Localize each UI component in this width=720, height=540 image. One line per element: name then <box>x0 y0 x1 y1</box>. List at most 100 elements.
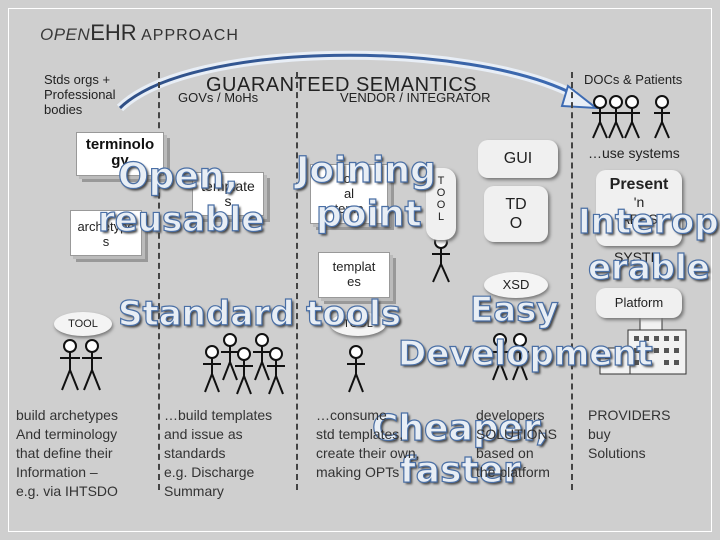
overlay-point: point <box>315 193 422 235</box>
tool-left-oval: TOOL <box>54 312 112 336</box>
header-line: Stds orgs + <box>44 72 111 87</box>
box-text: terminolo <box>85 136 155 153</box>
overlay-easy: Easy <box>469 289 559 330</box>
bottom-line: based on <box>476 445 534 461</box>
bottom-line: developers <box>476 407 545 423</box>
box-text: APPS <box>620 211 658 227</box>
person-icon <box>608 95 624 139</box>
header-line: Professional <box>44 87 116 102</box>
tdo-box: TD O <box>484 186 548 242</box>
bottom-line: e.g. Discharge <box>164 464 255 480</box>
column-header-docs: DOCs & Patients <box>584 72 683 87</box>
person-icon <box>347 345 365 393</box>
column-header-govs: GOVs / MoHs <box>178 90 259 105</box>
box-text: archetype <box>77 219 135 234</box>
person-icon <box>491 333 509 381</box>
header-line: bodies <box>44 102 83 117</box>
tool-letter: O <box>436 187 446 199</box>
xsd-oval: XSD <box>484 272 548 298</box>
box-text: O <box>509 215 523 232</box>
bottom-line: e.g. via IHTSDO <box>16 483 118 499</box>
bottom-text-govs: …build templates and issue as standards … <box>164 406 272 501</box>
person-icon <box>60 339 80 391</box>
person-icon <box>82 339 102 391</box>
gui-box: GUI <box>478 140 558 178</box>
terminology-box: terminolo gy <box>76 132 164 176</box>
bottom-line: making OPTs <box>316 464 400 480</box>
archetypes-box: archetype s <box>70 210 142 256</box>
box-text: TD <box>505 196 527 213</box>
overlay-standard-tools: Standard tools <box>117 293 401 334</box>
person-icon <box>624 95 640 139</box>
bottom-line: Summary <box>164 483 224 499</box>
hospital-building-icon <box>599 315 687 375</box>
bottom-line: …consume <box>316 407 387 423</box>
bottom-line: Information – <box>16 464 98 480</box>
column-header-vendor: VENDOR / INTEGRATOR <box>340 90 491 105</box>
column-header-standards: Stds orgs + Professional bodies <box>44 72 116 117</box>
tool-letter: L <box>437 211 445 223</box>
overlay-development: Development <box>397 333 653 374</box>
overlay-interop: Interop- <box>577 201 720 242</box>
bottom-text-developers: developers SOLUTIONS based on the platfo… <box>476 406 557 482</box>
box-text: template <box>201 178 255 194</box>
box-text: es <box>347 274 361 289</box>
platform-box: Platform <box>596 288 682 318</box>
person-icon <box>235 347 253 395</box>
title-open: OPEN <box>40 25 91 44</box>
overlay-open: Open, <box>117 155 239 197</box>
local-templates-box: loc al temp <box>310 164 388 224</box>
person-icon <box>267 347 285 395</box>
bottom-line: And terminology <box>16 426 118 442</box>
bottom-line: standards <box>164 445 226 461</box>
bottom-line: …build templates <box>164 407 273 423</box>
slide-title: OPENEHR APPROACH <box>40 20 239 46</box>
tool-letter: T <box>437 175 445 187</box>
bottom-line: and issue as <box>164 426 243 442</box>
bottom-text-standards: build archetypes And terminology that de… <box>16 406 118 501</box>
tool-mid-oval: TOOL <box>330 312 386 336</box>
person-icon <box>511 333 529 381</box>
person-icon <box>203 345 221 393</box>
templates-box: template s <box>192 172 264 216</box>
use-systems-label: …use systems <box>588 145 680 161</box>
bottom-line: the platform <box>476 464 550 480</box>
column-divider-3 <box>571 72 573 490</box>
box-text: loc <box>340 171 358 186</box>
bottom-line: that define their <box>16 445 113 461</box>
box-text: s <box>102 234 110 249</box>
box-text: Present <box>609 176 669 193</box>
box-text: al <box>343 186 355 201</box>
box-text: s <box>224 193 232 209</box>
guaranteed-semantics-banner: GUARANTEED SEMANTICS <box>206 74 478 96</box>
overlay-faster: faster <box>399 449 521 491</box>
bottom-line: Solutions <box>588 445 646 461</box>
overlay-reusable: reusable <box>97 199 265 240</box>
person-icon <box>253 333 271 381</box>
box-text: Platform <box>614 295 664 310</box>
bottom-line: build archetypes <box>16 407 118 423</box>
box-text: temp <box>334 201 364 216</box>
bottom-line: std templates, <box>316 426 404 442</box>
tool-strip: T O O L <box>426 168 456 240</box>
overlay-joining: Joining <box>295 149 436 191</box>
slide-frame <box>8 8 712 532</box>
bottom-text-vendor: …consume std templates, create their own… <box>316 406 420 482</box>
title-approach: APPROACH <box>141 27 239 44</box>
bottom-line: create their own, <box>316 445 420 461</box>
bottom-line: PROVIDERS <box>588 407 671 423</box>
person-icon <box>654 95 670 139</box>
column-divider-1 <box>158 72 160 490</box>
person-icon <box>432 235 450 283</box>
bottom-line: SOLUTIONS <box>476 426 557 442</box>
person-icon <box>221 333 239 381</box>
bottom-line: buy <box>588 426 611 442</box>
box-text: 'n <box>633 194 645 210</box>
present-apps-box: Present 'n APPS <box>596 170 682 246</box>
box-text: templat <box>332 259 376 274</box>
box-text: gy <box>111 152 129 169</box>
overlay-cheaper: Cheaper, <box>371 407 550 449</box>
tool-letter: O <box>436 199 446 211</box>
overlay-erable: erable <box>587 247 710 288</box>
